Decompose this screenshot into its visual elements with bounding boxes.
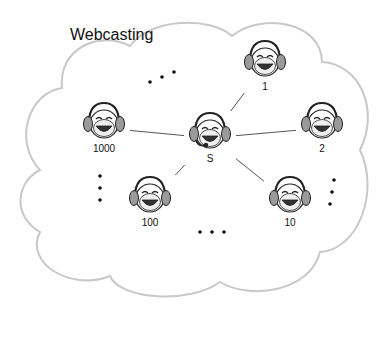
- headset-face-icon: [239, 39, 291, 81]
- diagram-title: Webcasting: [70, 26, 153, 44]
- headset-face-icon: [296, 101, 348, 143]
- listener-head: 1000: [78, 101, 130, 155]
- cloud-outline: [20, 23, 367, 297]
- listener-head: 10: [264, 175, 316, 229]
- server-head: S: [184, 111, 236, 165]
- node-number: 2: [296, 143, 348, 155]
- listener-head: 1: [239, 39, 291, 93]
- connector-line: [236, 159, 264, 181]
- connector-line: [231, 93, 245, 111]
- node-number: 100: [124, 217, 176, 229]
- connector-line: [175, 165, 184, 175]
- node-number: 1: [239, 81, 291, 93]
- connector-line: [130, 130, 184, 135]
- listener-head: 100: [124, 175, 176, 229]
- node-number: S: [184, 153, 236, 165]
- headset-face-icon: [264, 175, 316, 217]
- headset-face-icon: [78, 101, 130, 143]
- connector-line: [236, 130, 296, 135]
- headset-face-icon: [124, 175, 176, 217]
- ellipsis-dots: [98, 70, 336, 234]
- node-number: 1000: [78, 143, 130, 155]
- listener-head: 2: [296, 101, 348, 155]
- headset-face-icon: [184, 111, 236, 153]
- node-number: 10: [264, 217, 316, 229]
